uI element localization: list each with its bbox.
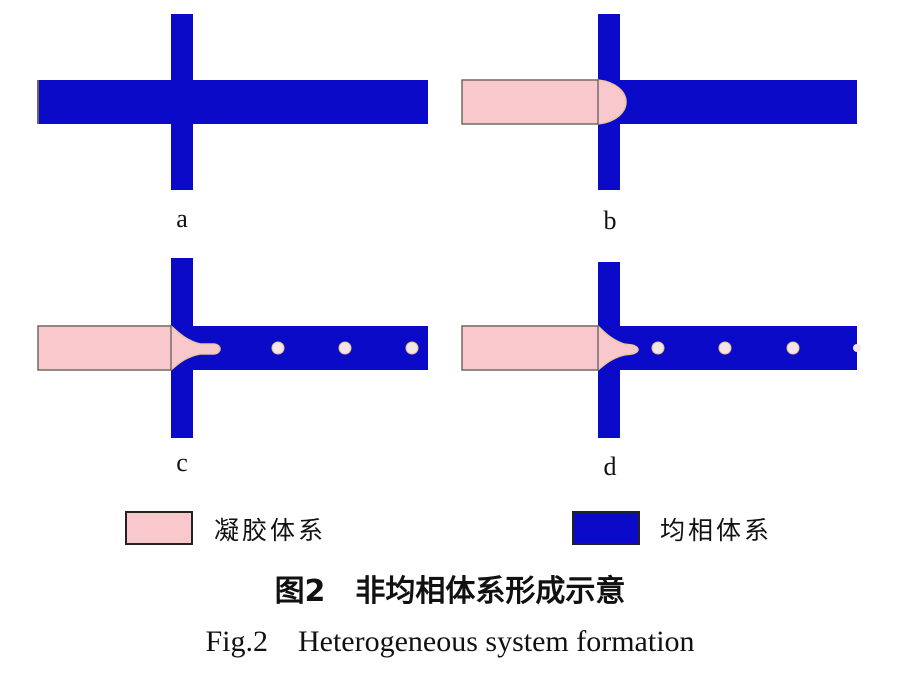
panel-a-side-channel <box>171 14 193 190</box>
panel-a-main-channel <box>38 80 428 124</box>
panel-b-gel-phase <box>461 79 627 125</box>
panel-c-gel-phase <box>37 325 221 371</box>
legend-gel-swatch <box>125 511 193 545</box>
legend-homogeneous-swatch <box>572 511 640 545</box>
panel-d-droplet <box>718 341 732 355</box>
panel-c-label: c <box>176 448 188 477</box>
panel-c <box>37 258 428 438</box>
panel-c-droplet <box>271 341 285 355</box>
caption-chinese: 图2 非均相体系形成示意 <box>274 574 626 609</box>
panel-d <box>461 262 861 438</box>
legend-gel-label: 凝胶体系 <box>214 516 327 545</box>
panel-a-label: a <box>176 204 188 233</box>
panel-d-label: d <box>603 452 617 481</box>
panel-c-droplet <box>338 341 352 355</box>
panel-a <box>37 14 428 190</box>
panel-b <box>461 14 857 190</box>
panel-b-label: b <box>603 206 617 235</box>
caption-english: Fig.2 Heterogeneous system formation <box>205 625 695 658</box>
panel-d-droplet <box>786 341 800 355</box>
panel-d-droplet <box>651 341 665 355</box>
panel-d-gel-phase <box>461 325 639 371</box>
panel-c-droplet <box>405 341 419 355</box>
legend-homogeneous-label: 均相体系 <box>660 516 773 545</box>
panel-d-droplet <box>853 344 861 352</box>
